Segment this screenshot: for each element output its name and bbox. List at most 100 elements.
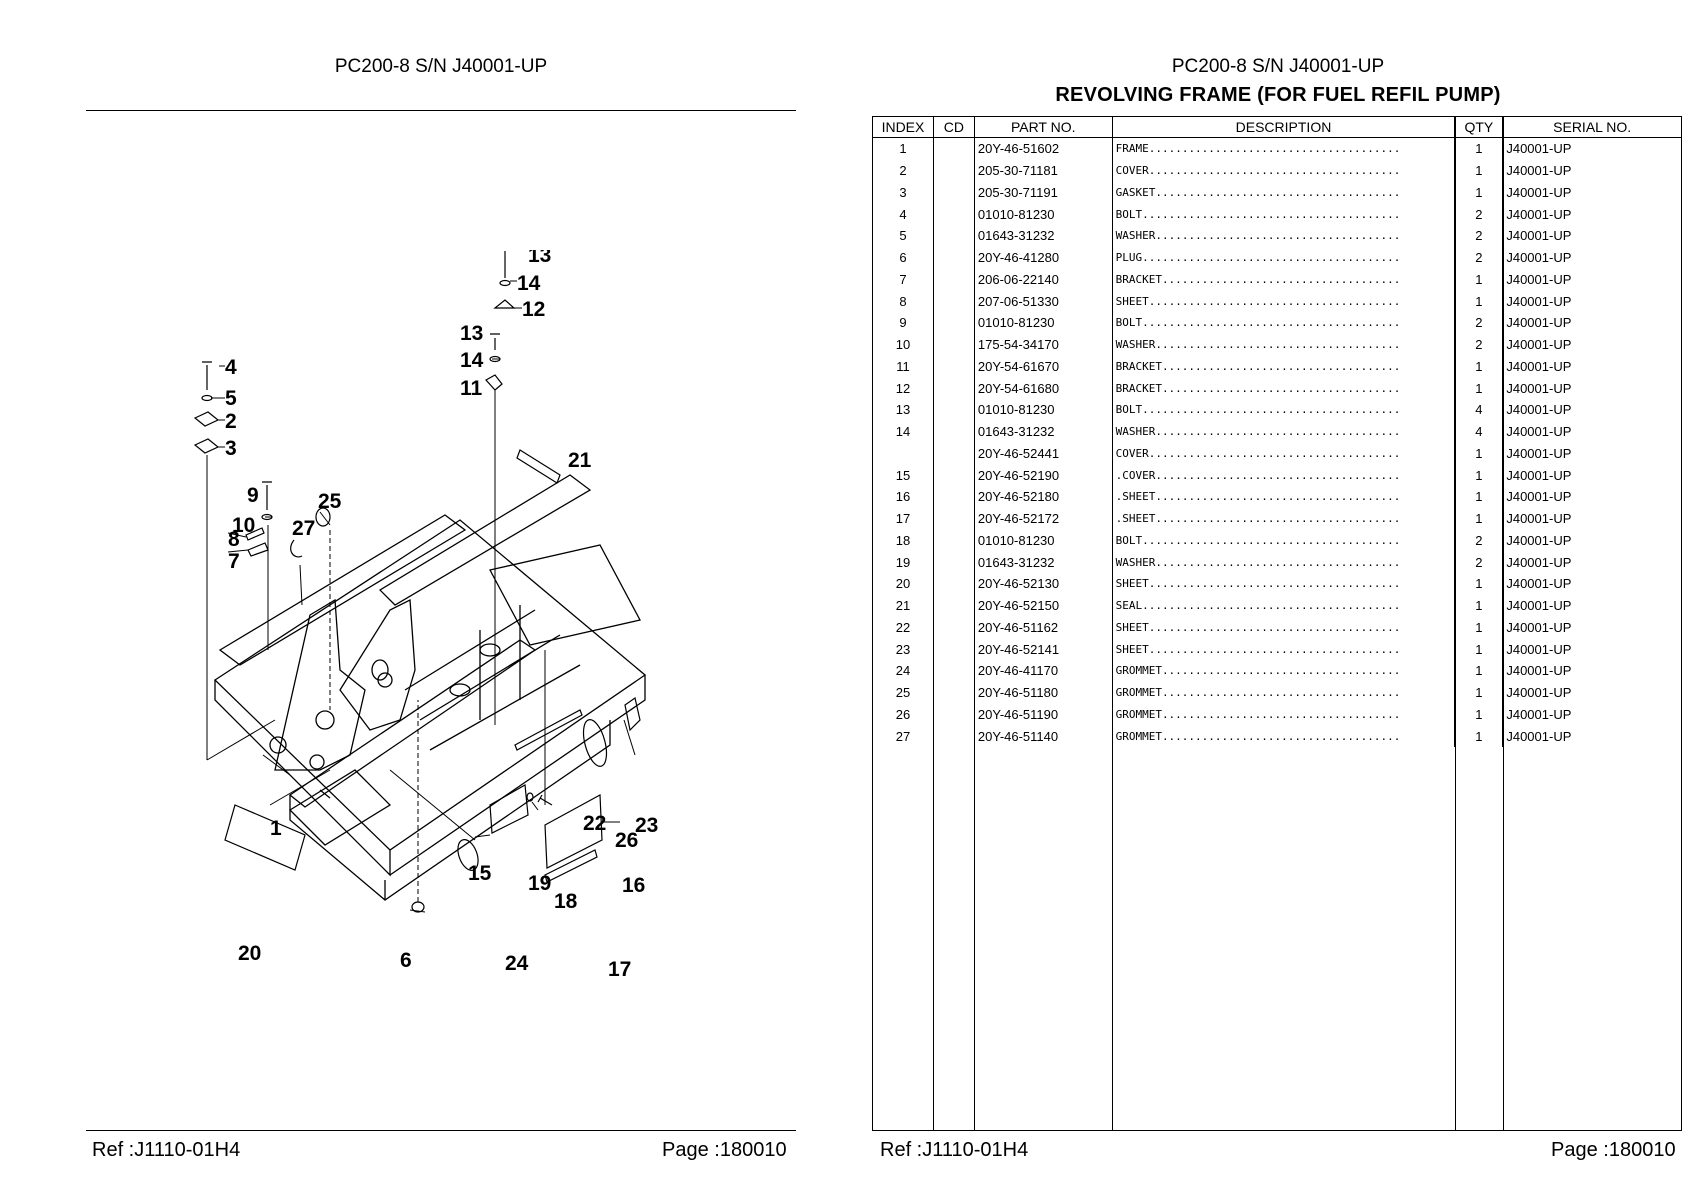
row-cd (932, 594, 975, 617)
row-serial-no: J40001-UP (1502, 225, 1682, 247)
row-cd (932, 486, 975, 508)
leader-dots: ..................................... (1155, 555, 1401, 569)
svg-text:14: 14 (460, 349, 484, 372)
left-footer-rule (86, 1130, 796, 1131)
header-index: INDEX (872, 116, 934, 138)
row-part-no: 01010-81230 (973, 529, 1113, 552)
row-description: SHEET...................................… (1111, 573, 1456, 595)
row-part-no: 20Y-54-61670 (973, 355, 1113, 378)
svg-text:22: 22 (583, 812, 606, 835)
row-serial-no: J40001-UP (1502, 333, 1682, 356)
part-21-seal (516, 449, 561, 484)
row-description: SHEET...................................… (1111, 616, 1456, 639)
row-cd (932, 137, 975, 160)
row-part-no: 20Y-46-52441 (973, 442, 1113, 465)
leader-dots: ..................................... (1155, 185, 1401, 199)
row-qty: 1 (1454, 181, 1504, 204)
row-description: .SHEET..................................… (1111, 486, 1456, 508)
leader-dots: ...................................... (1148, 446, 1401, 460)
part-18-bolt (537, 794, 553, 806)
row-part-no: 01010-81230 (973, 312, 1113, 334)
leader-dots: ....................................... (1142, 316, 1401, 330)
row-description: SHEET...................................… (1111, 290, 1456, 312)
svg-text:17: 17 (608, 958, 631, 981)
part-20-sheet (224, 804, 306, 871)
row-cd (932, 312, 975, 334)
row-cd (932, 355, 975, 378)
svg-text:4: 4 (225, 356, 237, 379)
row-qty: 1 (1454, 355, 1504, 378)
row-cd (932, 442, 975, 465)
row-qty: 1 (1454, 137, 1504, 160)
row-description: .COVER..................................… (1111, 464, 1456, 486)
leader-dots: ....................................... (1142, 533, 1401, 547)
row-cd (932, 333, 975, 356)
exploded-parts-diagram: 4 5 2 3 13 14 12 13 14 11 9 10 8 7 27 25… (193, 250, 658, 981)
row-cd (932, 529, 975, 552)
row-qty: 2 (1454, 529, 1504, 552)
part-3-gasket (193, 438, 220, 454)
row-description: SHEET...................................… (1111, 638, 1456, 660)
header-cd: CD (932, 116, 975, 138)
left-page-title: PC200-8 S/N J40001-UP (334, 56, 548, 77)
leader-dots: ..................................... (1155, 512, 1401, 526)
svg-text:25: 25 (318, 490, 342, 513)
row-index: 20 (872, 573, 934, 595)
part-19-washer (526, 792, 534, 802)
row-part-no: 20Y-46-52150 (973, 594, 1113, 617)
row-index: 25 (872, 681, 934, 704)
row-qty: 2 (1454, 312, 1504, 334)
row-serial-no: J40001-UP (1502, 594, 1682, 617)
row-cd (932, 464, 975, 486)
leader-dots: .................................... (1161, 707, 1401, 721)
row-index: 24 (872, 660, 934, 682)
row-description: GROMMET.................................… (1111, 660, 1456, 682)
row-description: WASHER..................................… (1111, 333, 1456, 356)
leader-dots: ..................................... (1155, 338, 1401, 352)
row-description: .SHEET..................................… (1111, 507, 1456, 530)
row-part-no: 01643-31232 (973, 420, 1113, 443)
leader-dots: ...................................... (1148, 294, 1401, 308)
row-qty: 1 (1454, 159, 1504, 182)
row-part-no: 20Y-46-51180 (973, 681, 1113, 704)
leader-dots: ..................................... (1155, 229, 1401, 243)
svg-text:3: 3 (225, 437, 237, 460)
row-index: 12 (872, 377, 934, 399)
row-index: 19 (872, 551, 934, 573)
row-qty: 4 (1454, 399, 1504, 421)
row-part-no: 20Y-46-41170 (973, 660, 1113, 682)
right-footer-rule (872, 1130, 1682, 1131)
left-header-rule (86, 110, 796, 111)
row-cd (932, 551, 975, 573)
part-22-sheet (514, 709, 583, 751)
leader-dots: .................................... (1161, 381, 1401, 395)
row-part-no: 20Y-46-41280 (973, 246, 1113, 269)
svg-text:2: 2 (225, 410, 237, 433)
row-serial-no: J40001-UP (1502, 616, 1682, 639)
row-cd (932, 507, 975, 530)
row-part-no: 20Y-46-51602 (973, 137, 1113, 160)
row-cd (932, 290, 975, 312)
row-qty: 1 (1454, 594, 1504, 617)
row-cd (932, 703, 975, 726)
leader-dots: .................................... (1161, 729, 1401, 743)
row-cd (932, 638, 975, 660)
header-part-no: PART NO. (973, 116, 1113, 138)
row-description: SEAL....................................… (1111, 594, 1456, 617)
header-description: DESCRIPTION (1111, 116, 1456, 138)
part-7-bracket (247, 542, 269, 557)
row-index: 3 (872, 181, 934, 204)
row-part-no: 20Y-46-51190 (973, 703, 1113, 726)
leader-dots: ...................................... (1148, 577, 1401, 591)
row-part-no: 01010-81230 (973, 399, 1113, 421)
svg-text:14: 14 (517, 272, 541, 295)
row-cd (932, 246, 975, 269)
part-24-grommet (457, 839, 479, 871)
row-serial-no: J40001-UP (1502, 181, 1682, 204)
svg-text:13: 13 (528, 250, 551, 267)
